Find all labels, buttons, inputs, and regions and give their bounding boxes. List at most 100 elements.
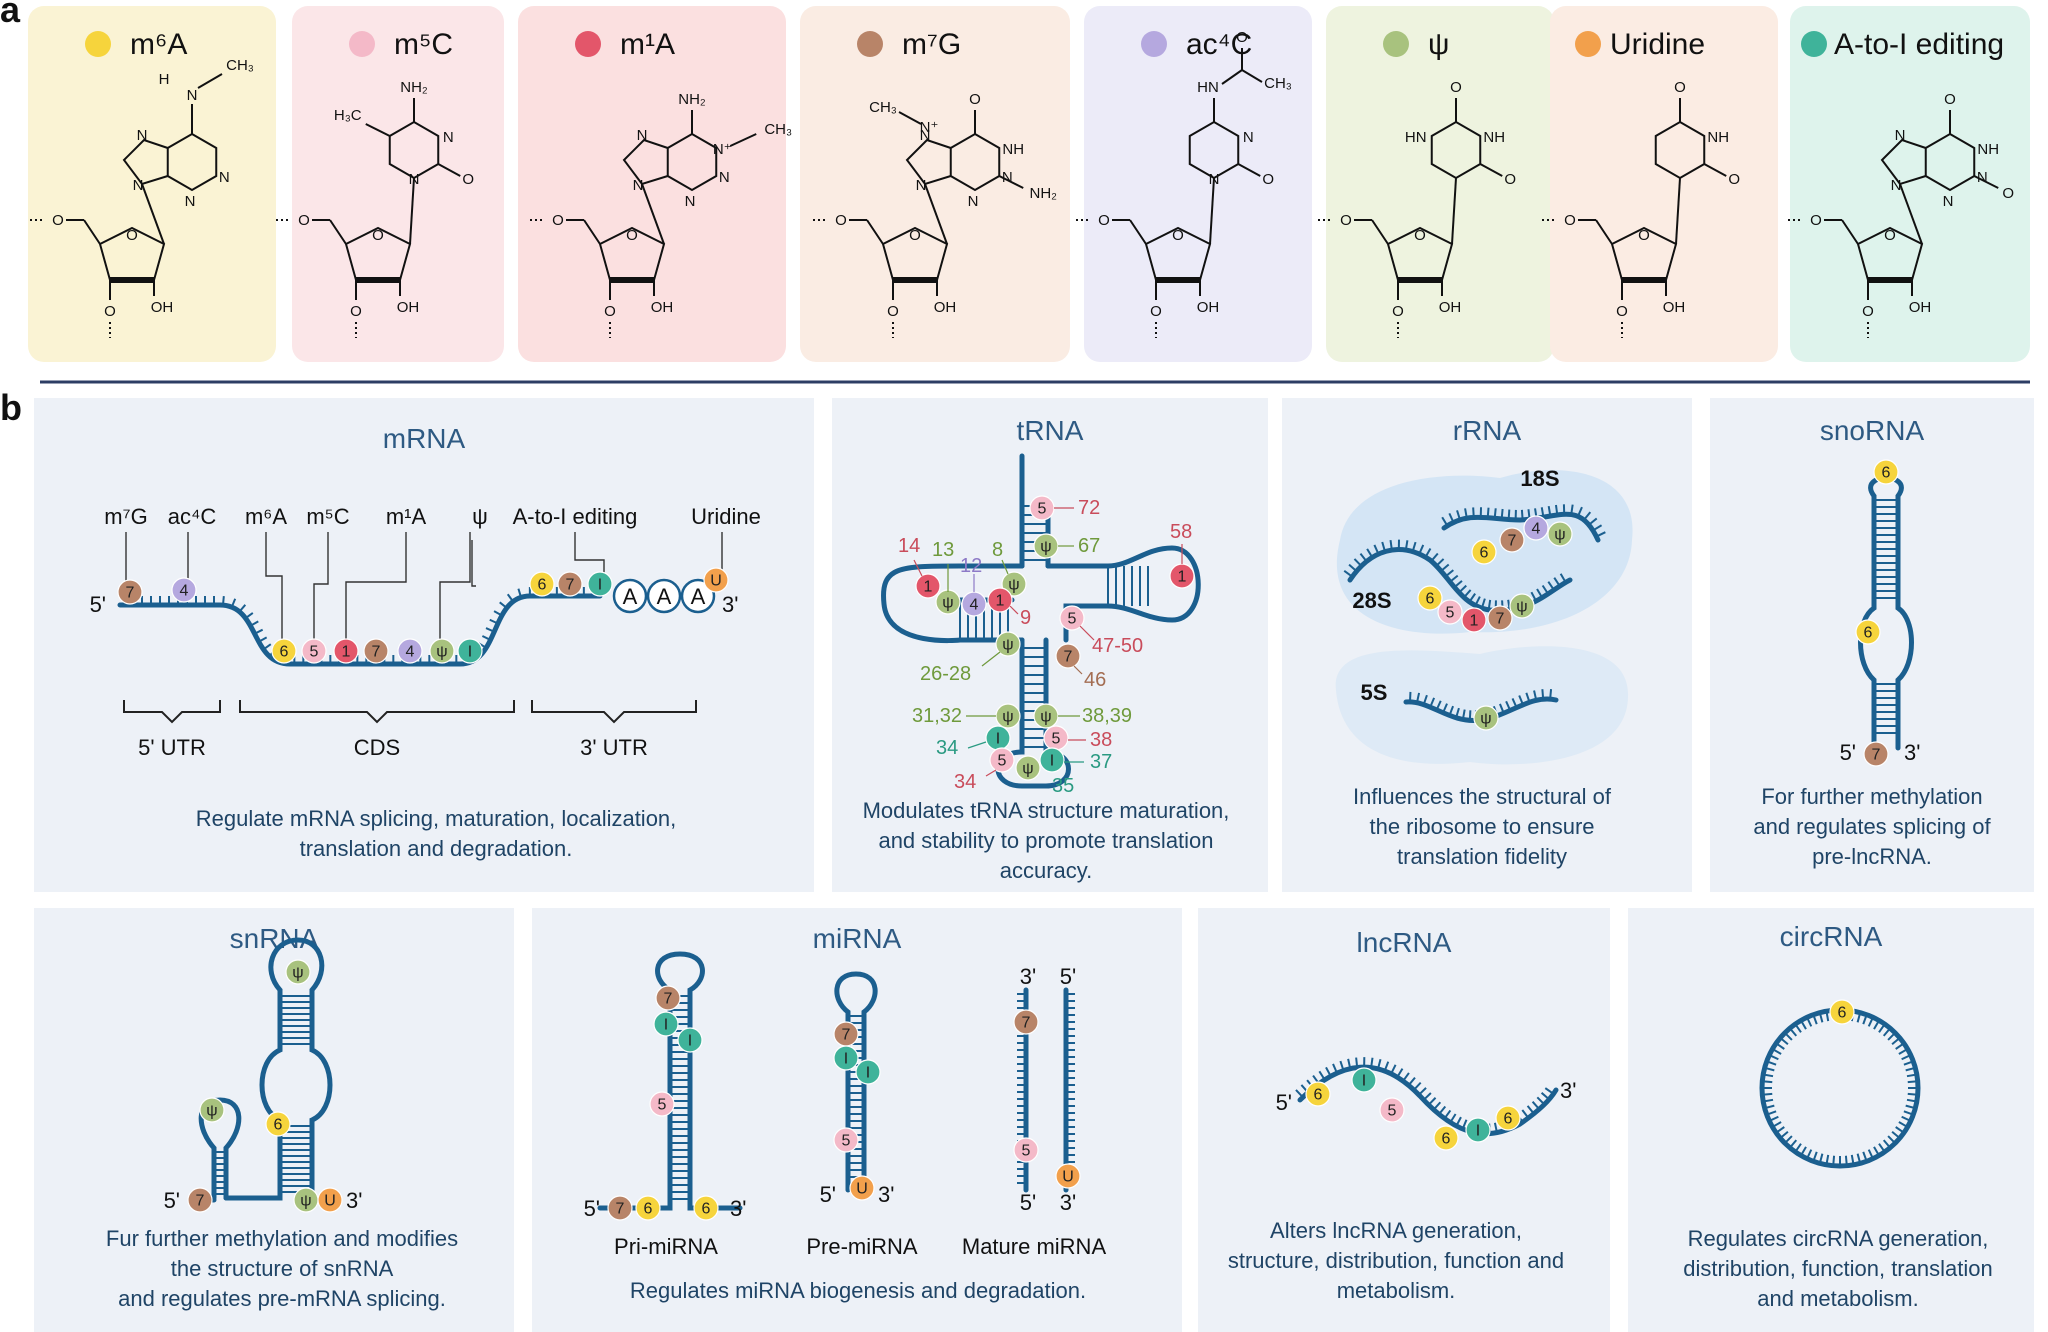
marker-circle [529,571,555,597]
base-tick [1480,598,1486,609]
base-tick [1812,1014,1818,1025]
atom-label: O [909,227,921,244]
trna-position-label: 13 [932,539,954,561]
marker-circle [1829,999,1855,1025]
base-tick [1487,599,1492,610]
base-tick [1407,1076,1416,1086]
marker-U: U [317,1187,343,1213]
card-background [1790,6,2030,362]
atom-label: OH [1197,299,1220,316]
mrna-background [34,398,814,892]
marker-symbol: 6 [280,644,289,661]
marker-circle [1473,705,1499,731]
marker-symbol: 5 [1388,1103,1397,1120]
circrna-caption-line: distribution, function, translation [1683,1256,1992,1281]
marker-circle [1433,1125,1459,1151]
lncrna-background [1198,908,1610,1332]
marker-psi: ψ [429,638,455,664]
modification-name: m⁵C [394,28,453,61]
polya-bead [680,578,716,614]
atom-label: N⁺ [713,141,732,158]
base-tick [1547,505,1552,517]
marker-symbol: ψ [1554,527,1565,544]
base-tick [506,593,514,603]
base-tick [1903,1060,1914,1066]
card-background [800,6,1070,362]
c2-carbonyl [1479,163,1503,177]
marker-m6A: 6 [1305,1081,1331,1107]
atom-label: N [719,169,730,186]
marker-symbol: ψ [436,644,447,661]
lncrna-caption-line: Alters lncRNA generation, [1270,1218,1522,1243]
marker-circle [1055,643,1081,669]
rrna-18s-strand [1441,511,1601,543]
base-tick [1448,512,1455,523]
trna-position-label: 26-28 [920,663,971,685]
marker-circle [363,638,389,664]
glycosidic-bond [1899,183,1923,245]
trna-position-label: 72 [1078,497,1100,519]
three-prime-label: 3' [730,1196,746,1221]
methyl-bond [365,123,391,137]
five-prime-label: 5' [1020,1190,1036,1215]
marker-symbol: 4 [180,583,189,600]
card-header: m⁷G [857,28,961,61]
marker-circle [1379,1097,1405,1123]
marker-m5C: 5 [1059,605,1085,631]
marker-symbol: I [996,731,1000,748]
stage-label: Mature miRNA [962,1234,1107,1259]
c2-carbonyl [1703,163,1727,177]
marker-symbol: 6 [1442,1131,1451,1148]
mrna-title: mRNA [383,423,466,454]
base-tick [1544,1087,1555,1095]
marker-symbol: 7 [1508,533,1517,550]
atom-label: CH₃ [1264,75,1292,92]
modification-label: ψ [472,504,488,529]
sugar-ring [1144,226,1212,281]
snorna-caption-line: pre-lncRNA. [1812,844,1932,869]
marker-symbol: ψ [942,595,953,612]
atom-label: OH [1663,299,1686,316]
base-tick [1595,531,1606,538]
atom-label: O [350,303,362,320]
card-background [1550,6,1778,362]
five-prime-label: 5' [164,1188,180,1213]
card-header: m¹A [575,28,675,61]
base-tick [1449,574,1459,583]
atom-label: O [1392,303,1404,320]
marker-symbol: ψ [1002,709,1013,726]
modification-label: m⁷G [104,504,147,529]
card-background [292,6,504,362]
base-tick [1440,563,1450,572]
base-tick [1348,563,1358,572]
base-tick [1531,1101,1540,1110]
polya-letter: A [691,584,706,609]
marker-symbol: 1 [342,644,351,661]
marker-U: U [703,567,729,593]
base-tick [1812,1151,1818,1162]
c5-bond [583,219,601,245]
base-tick [244,612,254,620]
imidazole-ring [622,138,669,186]
marker-circle [271,638,297,664]
atom-label: CH₃ [226,57,254,74]
marker-I: I [985,725,1011,751]
marker-circle [833,1045,859,1071]
modification-name: m⁷G [902,28,961,61]
glycosidic-bond [409,177,415,245]
lncrna-caption-line: metabolism. [1337,1278,1456,1303]
atom-label: O [1616,303,1628,320]
marker-m5C: 5 [301,638,327,664]
mrna-caption-line: Regulate mRNA splicing, maturation, loca… [196,806,677,831]
marker-psi: ψ [199,1097,225,1123]
atom-label: OH [651,299,674,316]
marker-symbol: 5 [998,753,1007,770]
atom-label: N [633,177,644,194]
modification-color-dot [1383,31,1409,57]
